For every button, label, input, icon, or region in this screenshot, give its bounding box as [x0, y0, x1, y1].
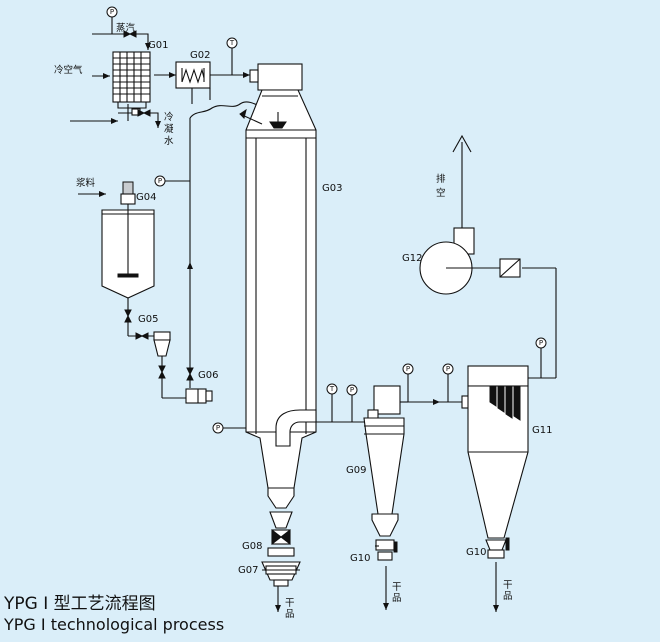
- label-g01: G01: [148, 40, 168, 51]
- label-g11: G11: [532, 425, 552, 436]
- label-g02: G02: [190, 50, 210, 61]
- label-g10-cyclone: G10: [350, 553, 370, 564]
- label-condensate-1: 冷: [164, 111, 174, 123]
- title-chinese: YPG Ⅰ 型工艺流程图: [3, 594, 156, 614]
- g05-filter: [153, 331, 171, 357]
- g12-exhaust-fan: [419, 227, 521, 295]
- pressure-gauge-filter-inlet: P: [446, 365, 450, 373]
- label-dry-product-g11-2: 品: [503, 591, 513, 602]
- label-dry-product-g07-2: 品: [285, 609, 295, 620]
- stream-labels: 蒸汽 冷空气 冷 凝 水 浆料 排 空 干 品 干 品 干 品: [54, 22, 513, 620]
- label-exhaust-2: 空: [436, 187, 446, 199]
- pressure-gauge-outlet: P: [350, 386, 354, 394]
- temperature-gauge-outlet: T: [329, 385, 335, 393]
- label-cold-air: 冷空气: [54, 64, 83, 76]
- g09-cyclone: [363, 385, 405, 561]
- label-condensate-3: 水: [164, 135, 174, 147]
- pressure-gauge-filter-outlet: P: [539, 339, 543, 347]
- label-g08: G08: [242, 541, 262, 552]
- pressure-gauge-feed: P: [158, 177, 162, 185]
- label-steam: 蒸汽: [116, 22, 136, 34]
- label-g07: G07: [238, 565, 258, 576]
- pressure-gauge-cyclone: P: [406, 365, 410, 373]
- label-g03: G03: [322, 183, 342, 194]
- temperature-gauge-hot-air: T: [229, 39, 235, 47]
- g11-bag-filter: [461, 365, 529, 559]
- g02-heater: [175, 61, 211, 89]
- label-dry-product-g07-1: 干: [285, 598, 295, 609]
- label-dry-product-g11-1: 干: [503, 580, 513, 591]
- label-g12: G12: [402, 253, 422, 264]
- g01-air-heater: [112, 51, 151, 116]
- label-g09: G09: [346, 465, 366, 476]
- g04-feed-tank: [101, 181, 155, 299]
- valves: [123, 30, 194, 381]
- label-condensate-2: 凝: [164, 124, 174, 135]
- pressure-gauge-steam: P: [110, 8, 114, 16]
- g06-pump: [185, 388, 213, 404]
- instruments: P T P P T P P P P: [106, 6, 547, 434]
- label-g05: G05: [138, 314, 158, 325]
- label-g06: G06: [198, 370, 218, 381]
- label-dry-product-g09-1: 干: [392, 582, 402, 593]
- title-english: YPG Ⅰ technological process: [3, 615, 224, 634]
- equipment-labels: G01 G02 G03 G04 G05 G06 G07 G08 G09 G10 …: [136, 40, 552, 576]
- g03-drying-tower: [239, 63, 317, 587]
- label-slurry: 浆料: [76, 177, 96, 189]
- label-g10-filter: G10: [466, 547, 486, 558]
- label-exhaust-1: 排: [436, 173, 446, 185]
- label-g04: G04: [136, 192, 156, 203]
- label-dry-product-g09-2: 品: [392, 593, 402, 604]
- pressure-gauge-tower: P: [216, 424, 220, 432]
